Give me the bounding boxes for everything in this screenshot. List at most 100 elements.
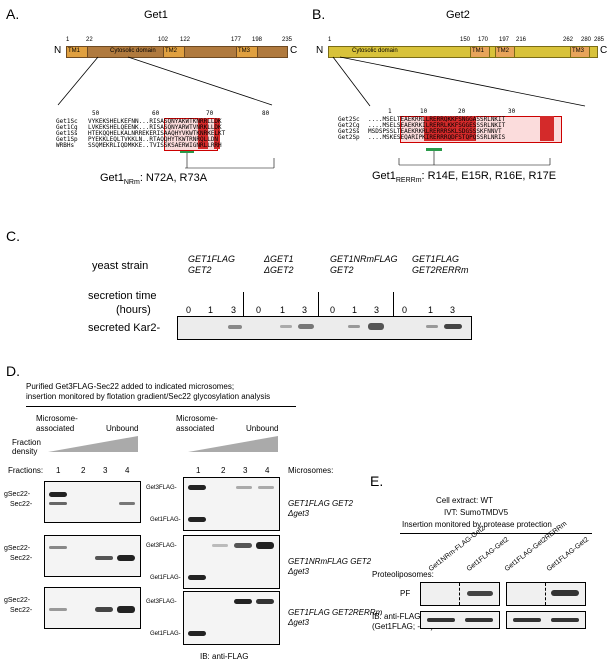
left-fraction-2: 2 xyxy=(81,466,86,475)
panel-e-lane-4: Get1FLAG-Get2 xyxy=(545,536,591,573)
right-gel-1-band xyxy=(188,485,206,490)
get1-tm3-label: TM3 xyxy=(238,48,250,54)
panel-b-c-terminus: C xyxy=(600,45,608,56)
panel-e-pf-blot-right xyxy=(506,582,586,606)
right-gel-3 xyxy=(183,591,280,645)
get1-tm1-label: TM1 xyxy=(68,48,80,54)
strain-3-line-1: GET1NRmFLAG xyxy=(330,254,398,264)
panel-b-letter: B. xyxy=(312,6,326,22)
left-gel-1-band xyxy=(49,502,67,505)
panel-d-microsomes-title: Microsomes: xyxy=(288,466,334,475)
get1-seq-3: PYEKKLEQLTVKKLN..RTAQQHYTKWTRNRQLLDN xyxy=(88,136,219,143)
time-2: 3 xyxy=(231,305,237,315)
right-gel-1-get3-label: Get3FLAG- xyxy=(146,485,177,491)
microsome-2-line-1: GET1NRmFLAG GET2 xyxy=(288,557,372,566)
get2-tick-262: 262 xyxy=(563,37,574,43)
right-gel-1 xyxy=(183,477,280,531)
get2-alignment-red-block-2 xyxy=(540,116,554,141)
get2-tm2-label: TM2 xyxy=(497,48,509,54)
left-gel-3-band xyxy=(95,607,113,612)
microsome-1-line-1: GET1FLAG GET2 xyxy=(288,499,353,508)
panel-d-microsome-1: GET1FLAG GET2 Δget3 xyxy=(288,499,353,519)
time-4: 1 xyxy=(280,305,286,315)
get1-alignment-highlight xyxy=(164,118,218,151)
get2-mutation-label: Get1RERRm: R14E, E15R, R16E, R17E xyxy=(372,170,556,184)
get2-pos-10: 10 xyxy=(420,108,428,115)
kar2-band-b3 xyxy=(298,324,314,329)
get1-seq-name-4: WRBHs xyxy=(56,142,75,149)
panel-e-flag-band-4 xyxy=(551,618,579,622)
get1-mutation-text: : N72A, R73A xyxy=(139,172,208,184)
kar2-band-b1 xyxy=(280,325,292,328)
get1-pos-70: 70 xyxy=(206,110,214,117)
get1-seq-name-2: Get1Ss xyxy=(56,130,78,137)
time-8: 3 xyxy=(374,305,380,315)
right-gel-1-band xyxy=(188,517,206,522)
time-3: 0 xyxy=(256,305,262,315)
panel-e-flag-band-1 xyxy=(427,618,455,622)
microsome-3-line-1: GET1FLAG GET2RERRm xyxy=(288,608,383,617)
get2-tm2-box xyxy=(495,46,515,58)
get2-tick-170: 170 xyxy=(478,37,489,43)
get1-tick-22: 22 xyxy=(86,37,93,43)
panel-d-right-unbound: Unbound xyxy=(246,424,279,433)
left-gel-3-sec22-label: Sec22- xyxy=(10,607,33,614)
left-gel-3-gsec22-label: gSec22- xyxy=(4,597,31,604)
panel-d-left-unbound: Unbound xyxy=(106,424,139,433)
panel-d-fractions-label: Fractions: xyxy=(8,466,44,475)
panel-b-title: Get2 xyxy=(446,9,470,21)
panel-a-title: Get1 xyxy=(144,9,168,21)
panel-b-zoom-lines xyxy=(332,56,586,166)
get2-tm3-label: TM3 xyxy=(572,48,584,54)
panel-c-divider-2 xyxy=(318,292,319,324)
get1-pos-80: 80 xyxy=(262,110,270,117)
panel-d-letter: D. xyxy=(6,363,20,379)
panel-d-right-micro-1: Microsome- xyxy=(176,414,218,423)
panel-b-n-terminus: N xyxy=(316,45,324,56)
left-gel-2 xyxy=(44,535,141,577)
get1-seq-4: SSQMEKRLIQDMKKE..TVISSKSAERWIGNRLLRRH xyxy=(88,142,222,149)
panel-e-rule xyxy=(400,533,592,534)
get2-tick-280: 280 xyxy=(581,37,592,43)
panel-c-divider-3 xyxy=(393,292,394,324)
right-gel-1-band xyxy=(258,486,274,489)
left-fraction-4: 4 xyxy=(125,466,130,475)
get2-seq-2: MSDSPSSLTEAEKRKRLRERRRSKLSDGSSSKFNNVT xyxy=(368,128,502,135)
time-11: 3 xyxy=(450,305,456,315)
left-gel-2-band xyxy=(49,546,67,549)
left-gel-2-gsec22-label: gSec22- xyxy=(4,545,31,552)
right-gel-2-get1-label: Get1FLAG- xyxy=(150,575,181,581)
get2-seq-1: ....MSELSEAEKRKILRERRLKKFSGGESSSRLNKIT xyxy=(368,122,506,129)
panel-a-zoom-lines xyxy=(57,56,275,169)
right-gel-1-get1-label: Get1FLAG- xyxy=(150,517,181,523)
right-gel-2-get3-label: Get3FLAG- xyxy=(146,543,177,549)
panel-d-frac-density-1: Fraction xyxy=(12,438,41,447)
panel-d-left-density-wedge xyxy=(48,436,138,452)
kar2-band-a3 xyxy=(228,325,242,329)
panel-a-c-terminus: C xyxy=(290,45,298,56)
get1-seq-name-1: Get1Cg xyxy=(56,124,78,131)
panel-e-flag-blot-left xyxy=(420,611,500,629)
panel-e-proteoliposomes: Proteoliposomes: xyxy=(372,570,434,579)
get1-cytosolic-label: Cytosolic domain xyxy=(110,48,156,54)
kar2-blot xyxy=(177,316,472,340)
right-fraction-1: 1 xyxy=(196,466,201,475)
get2-seq-3: ....MSKESEQARIPKIRERRRQDFSTQPQSSRLNRIS xyxy=(368,134,506,141)
get1-pos-60: 60 xyxy=(152,110,160,117)
right-gel-2 xyxy=(183,535,280,589)
left-gel-1-band xyxy=(49,492,67,497)
get1-tm1-box xyxy=(66,46,88,58)
get2-seq-name-2: Get2Ss xyxy=(338,128,360,135)
panel-d-frac-density-2: density xyxy=(12,447,38,456)
get1-seq-1: LVKEKSHELQEENK...RISASQNYARWTVNRKLLDK xyxy=(88,124,222,131)
left-gel-2-band xyxy=(95,556,113,560)
right-gel-3-band xyxy=(256,599,274,604)
left-gel-1 xyxy=(44,481,141,523)
panel-e-pf-label: PF xyxy=(400,589,411,598)
get2-pos-1: 1 xyxy=(388,108,392,115)
panel-c-row-label: secreted Kar2- xyxy=(88,322,161,334)
left-gel-1-band xyxy=(119,502,135,505)
get1-mutation-name: Get1 xyxy=(100,172,124,184)
microsome-1-line-2: Δget3 xyxy=(288,509,309,518)
get2-domain-bar xyxy=(328,46,598,58)
